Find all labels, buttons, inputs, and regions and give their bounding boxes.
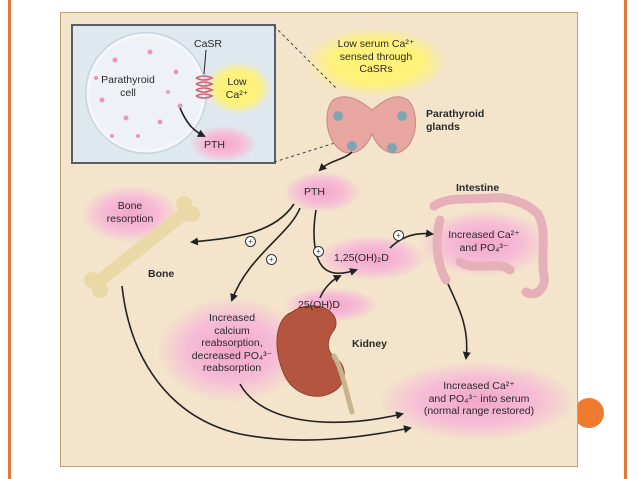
- zoom-line-top: [273, 25, 337, 89]
- label-pth-inset: PTH: [204, 139, 225, 151]
- arrow-cell-to-pth: [179, 107, 206, 137]
- label-intestine: Intestine: [456, 182, 500, 194]
- intestine-icon: [429, 193, 549, 299]
- label-pth-main: PTH: [304, 186, 325, 198]
- slide-accent-dot: [574, 398, 604, 428]
- label-intestine-effect: Increased Ca²⁺and PO₄³⁻: [448, 229, 520, 254]
- kidney-icon: [276, 305, 355, 415]
- label-bone: Bone: [148, 268, 175, 280]
- zoom-line-bottom: [273, 141, 339, 163]
- casr-pointer: [203, 49, 207, 75]
- parathyroid-cell-icon: [85, 32, 207, 154]
- slide-rail-right: [624, 0, 627, 479]
- label-kidney: Kidney: [352, 338, 388, 350]
- label-vitd-active: 1,25(OH)₂D: [334, 252, 389, 264]
- parathyroid-glands-icon: [326, 96, 417, 154]
- plus-sign-icon: +: [393, 230, 404, 241]
- highlight-pth-main: [284, 172, 360, 212]
- highlight-low-ca-inset: [205, 62, 271, 114]
- plus-sign-icon: +: [266, 254, 277, 265]
- arrow-glands-to-pth: [318, 151, 353, 172]
- highlight-low-serum: [306, 28, 446, 96]
- plus-sign-icon: +: [245, 236, 256, 247]
- label-casr: CaSR: [194, 38, 223, 50]
- casr-receptor-icon: [195, 75, 214, 99]
- plus-sign-icon: +: [313, 246, 324, 257]
- flow-arrows: [121, 203, 471, 441]
- slide-rail-left: [8, 0, 11, 479]
- label-serum-result: Increased Ca²⁺and PO₄³⁻ into serum(norma…: [423, 380, 535, 417]
- label-vitd-25: 25(OH)D: [298, 299, 341, 311]
- highlight-serum-result: [380, 362, 576, 440]
- bone-icon: [84, 196, 200, 298]
